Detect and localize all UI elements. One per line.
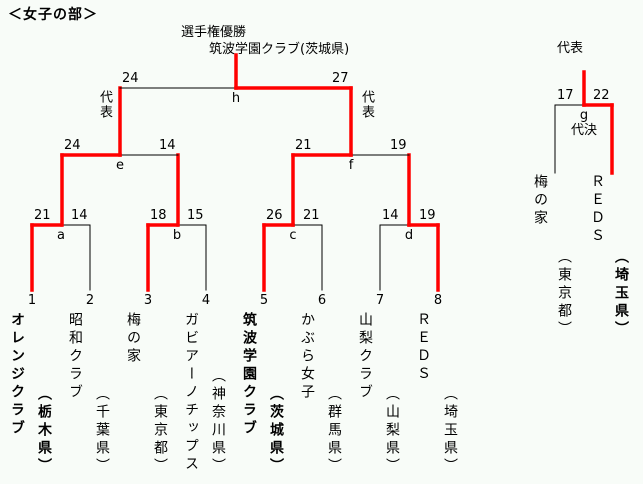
champion-heading: 選手権優勝 <box>181 25 247 40</box>
score-h-left: 24 <box>122 71 139 86</box>
team-prefecture-4: （神奈川県） <box>210 368 226 476</box>
playoff-team-prefecture-2: （埼玉県） <box>613 249 629 339</box>
playoff-team-prefecture-1: （東京都） <box>556 249 572 339</box>
match-label-f: f <box>348 158 354 173</box>
team-number-7: 7 <box>375 293 385 308</box>
page-title: ＜女子の部＞ <box>8 7 98 23</box>
score-g-right: 22 <box>593 88 610 103</box>
team-prefecture-8: （埼玉県） <box>442 386 458 476</box>
team-prefecture-2: （千葉県） <box>94 386 110 476</box>
team-name-4: ガビアーノチップス <box>183 312 199 474</box>
score-d-left: 14 <box>382 208 399 223</box>
score-b-left: 18 <box>150 208 167 223</box>
team-prefecture-6: （群馬県） <box>326 386 342 476</box>
score-b-right: 15 <box>187 208 204 223</box>
representative-label-left: 代表 <box>97 90 112 120</box>
team-number-4: 4 <box>201 293 211 308</box>
score-f-left: 21 <box>295 138 312 153</box>
playoff-team-name-2: ＲＥＤＳ <box>589 174 605 246</box>
team-number-3: 3 <box>143 293 153 308</box>
score-c-left: 26 <box>266 208 283 223</box>
score-f-right: 19 <box>390 138 407 153</box>
score-g-left: 17 <box>557 88 574 103</box>
score-d-right: 19 <box>419 208 436 223</box>
team-number-1: 1 <box>27 293 37 308</box>
team-name-3: 梅の家 <box>125 312 141 366</box>
representative-label-right: 代表 <box>359 90 374 120</box>
team-number-6: 6 <box>317 293 327 308</box>
team-name-5: 筑波学園クラブ <box>241 312 257 438</box>
match-label-c: c <box>289 228 297 243</box>
score-e-right: 14 <box>159 138 176 153</box>
playoff-heading: 代表 <box>557 41 584 56</box>
team-number-8: 8 <box>433 293 443 308</box>
match-label-g: g <box>579 108 589 123</box>
team-name-7: 山梨クラブ <box>357 312 373 402</box>
score-e-left: 24 <box>64 138 81 153</box>
match-label-b: b <box>172 228 182 243</box>
team-prefecture-5: （茨城県） <box>268 386 284 476</box>
team-prefecture-7: （山梨県） <box>384 386 400 476</box>
score-a-right: 14 <box>71 208 88 223</box>
team-number-2: 2 <box>85 293 95 308</box>
champion-team: 筑波学園クラブ(茨城県) <box>209 42 350 57</box>
match-label-h: h <box>231 91 241 106</box>
team-name-6: かぶら女子 <box>299 312 315 402</box>
team-name-8: ＲＥＤＳ <box>415 312 431 384</box>
score-c-right: 21 <box>303 208 320 223</box>
team-name-2: 昭和クラブ <box>67 312 83 402</box>
playoff-team-name-1: 梅の家 <box>532 174 548 228</box>
team-prefecture-3: （東京都） <box>152 386 168 476</box>
match-label-e: e <box>116 158 124 173</box>
score-a-left: 21 <box>34 208 51 223</box>
team-name-1: オレンジクラブ <box>9 312 25 438</box>
match-sublabel-g: 代決 <box>570 123 598 138</box>
score-h-right: 27 <box>332 71 349 86</box>
match-label-d: d <box>404 228 414 243</box>
match-label-a: a <box>57 228 65 243</box>
team-number-5: 5 <box>259 293 269 308</box>
team-prefecture-1: （栃木県） <box>36 386 52 476</box>
